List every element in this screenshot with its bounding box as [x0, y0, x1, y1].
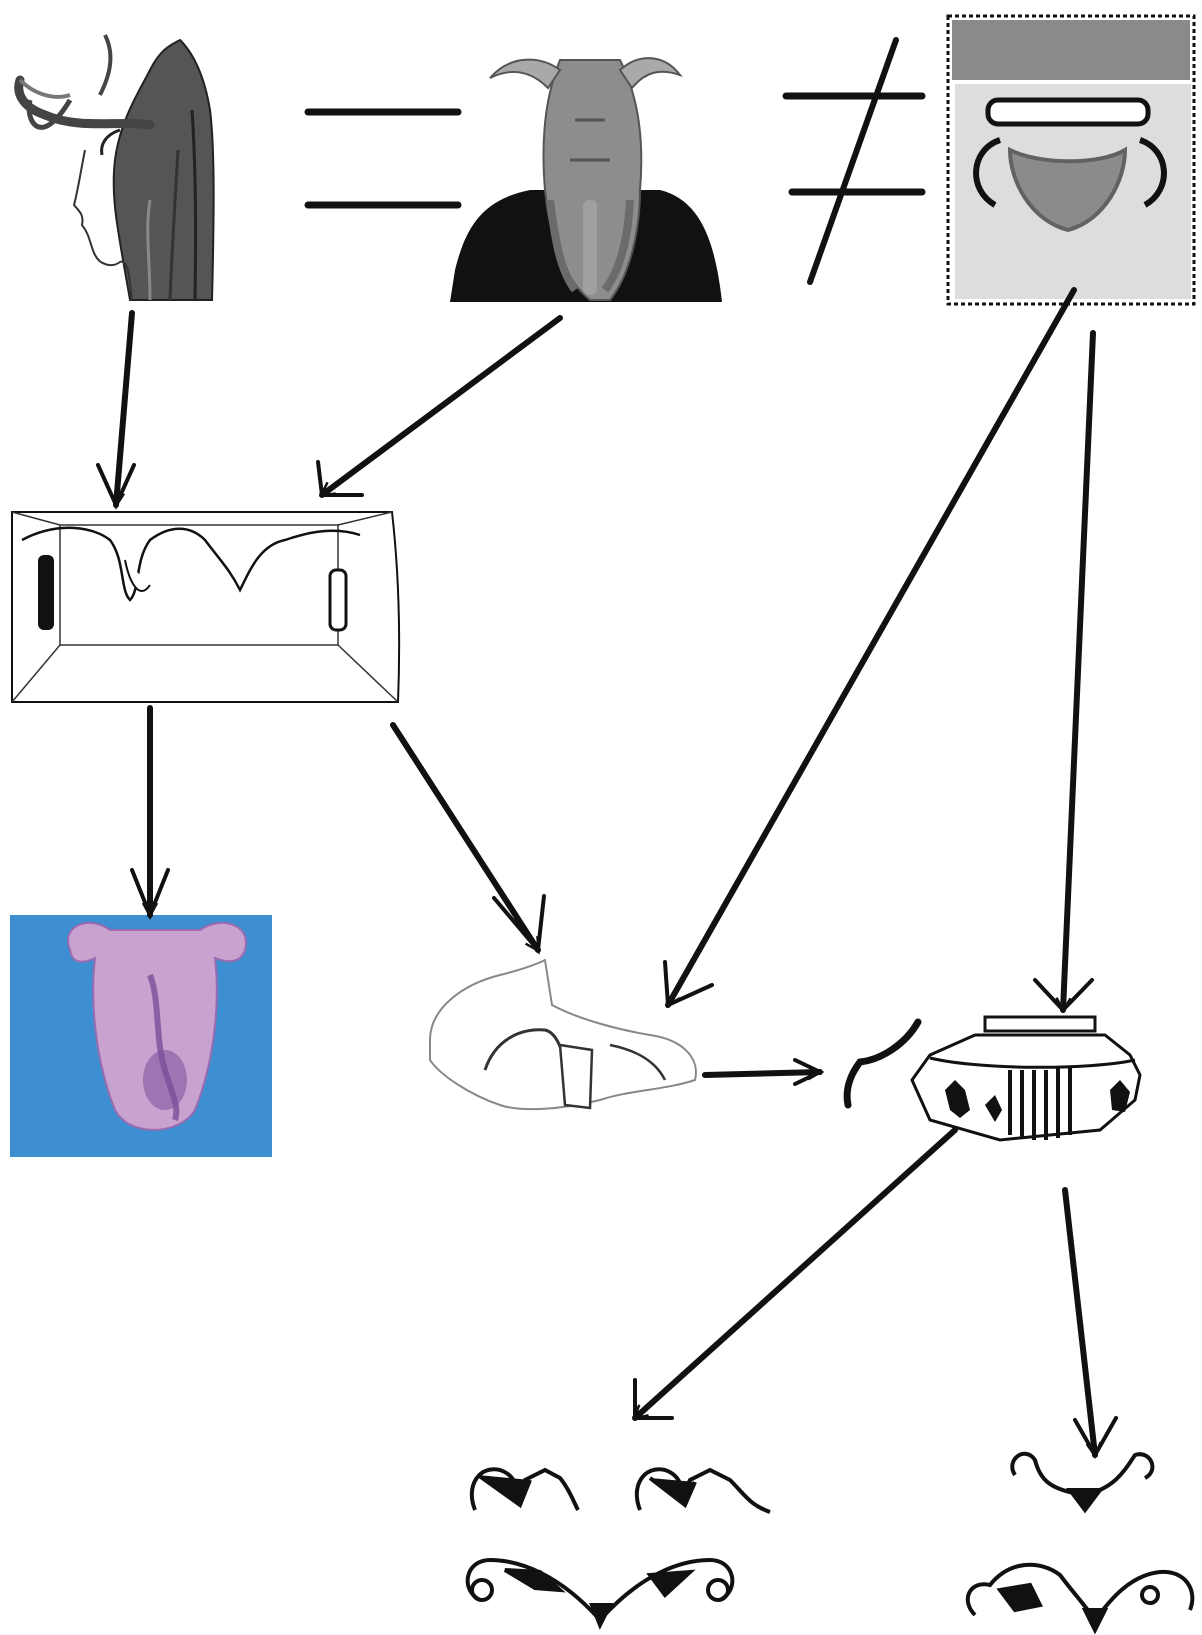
altar-box-drawing-icon	[11, 511, 401, 703]
edge-headdress-to-altar	[116, 310, 135, 505]
bull-head-engraving-icon	[946, 14, 1196, 306]
spiral-horn-motifs-icon	[965, 1451, 1195, 1635]
vessel-fragment-sketch-icon	[429, 958, 697, 1111]
bucranium-mask-photo-icon	[450, 57, 722, 302]
equals-sign: =	[304, 108, 462, 209]
not-equal-sign: ≠	[782, 37, 926, 285]
arrowhead-accents	[96, 460, 1118, 1460]
painted-vessel-icon	[843, 1015, 1142, 1142]
edge-vessel-to-motifs-left	[632, 1127, 958, 1421]
edges	[116, 287, 1096, 1455]
clay-bucranium-photo-icon	[10, 915, 272, 1157]
edge-engraving-to-vessel	[1063, 330, 1096, 1010]
edge-mask-to-altar	[319, 315, 563, 498]
spiral-horn-motifs-icon	[465, 1467, 771, 1630]
edge-engraving-to-fragment	[665, 287, 1077, 1005]
horned-headdress-drawing-icon	[14, 34, 215, 301]
edge-vessel-to-motifs-right	[1062, 1187, 1095, 1455]
edge-fragment-to-vessel	[702, 1072, 820, 1075]
edge-altar-to-fragment	[390, 722, 541, 950]
